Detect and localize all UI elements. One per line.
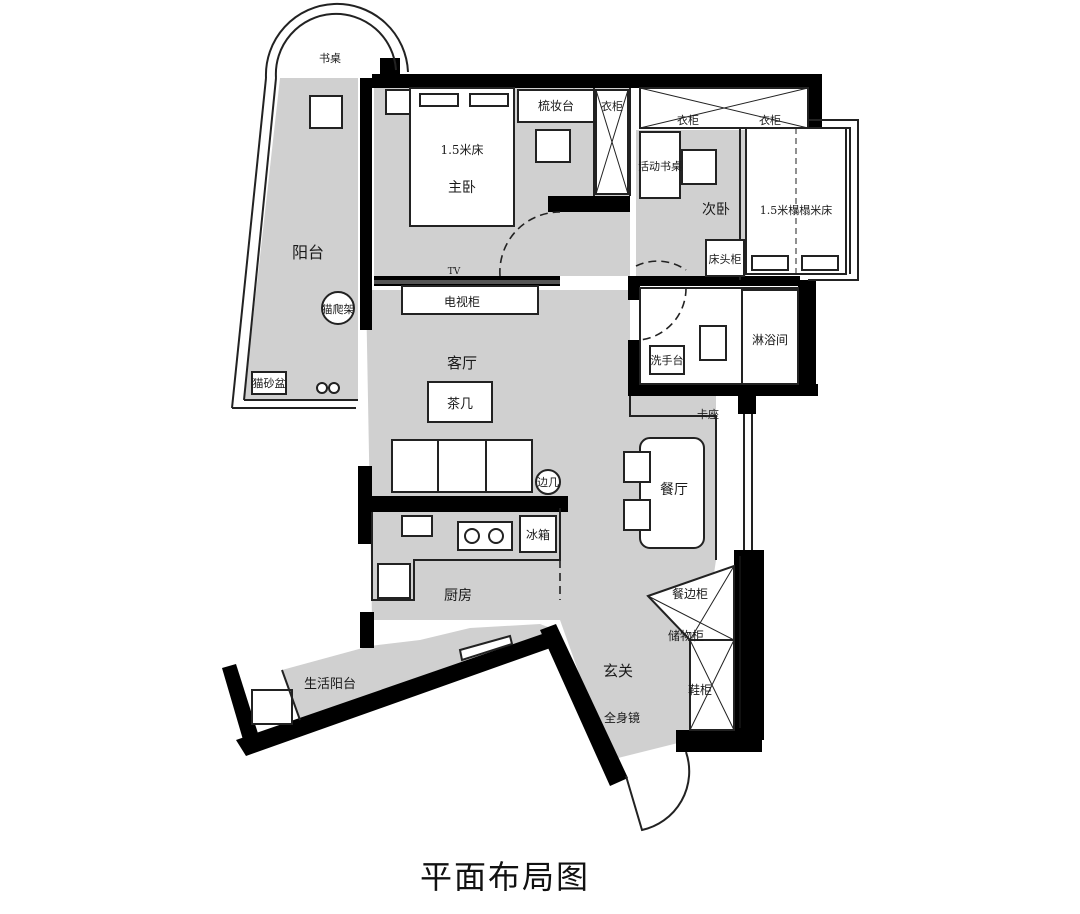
label-booth: 卡座: [697, 407, 719, 421]
label-service-balcony: 生活阳台: [304, 677, 356, 692]
label-fridge: 冰箱: [526, 527, 550, 542]
label-master-bed: 1.5米床: [440, 143, 483, 157]
plan-caption: 平面布局图: [419, 858, 590, 896]
walls: [222, 58, 822, 786]
label-litter-box: 猫砂盆: [253, 376, 286, 390]
label-tatami-bed: 1.5米榻榻米床: [760, 203, 833, 217]
label-storage: 储物柜: [668, 628, 704, 643]
label-side-table: 边几: [537, 476, 559, 489]
label-wardrobe-second-a: 衣柜: [677, 113, 699, 127]
label-entrance: 玄关: [603, 662, 633, 680]
label-tv: TV: [448, 267, 461, 277]
label-balcony: 阳台: [292, 243, 324, 262]
label-master-bedroom: 主卧: [448, 180, 476, 196]
label-second-bedroom: 次卧: [702, 202, 730, 218]
label-mirror: 全身镜: [604, 710, 640, 725]
label-wardrobe-second-b: 衣柜: [759, 113, 781, 127]
label-sideboard: 餐边柜: [672, 586, 708, 601]
label-dining: 餐厅: [660, 482, 688, 498]
label-shoe: 鞋柜: [688, 682, 712, 697]
label-living-room: 客厅: [447, 354, 477, 372]
label-cat-tree: 猫爬架: [322, 303, 355, 316]
door-swings: [499, 211, 687, 600]
label-kitchen: 厨房: [444, 588, 472, 604]
label-desk: 书桌: [319, 52, 341, 65]
label-wardrobe-master: 衣柜: [601, 99, 623, 113]
label-shower: 淋浴间: [752, 333, 788, 347]
label-movable-desk: 活动书桌: [638, 160, 682, 173]
label-nightstand: 床头柜: [709, 252, 742, 266]
label-coffee-table: 茶几: [447, 396, 473, 412]
label-washbasin: 洗手台: [651, 353, 684, 367]
label-dresser: 梳妆台: [538, 98, 574, 113]
label-tv-cabinet: 电视柜: [444, 294, 480, 309]
outlines: [231, 3, 859, 832]
